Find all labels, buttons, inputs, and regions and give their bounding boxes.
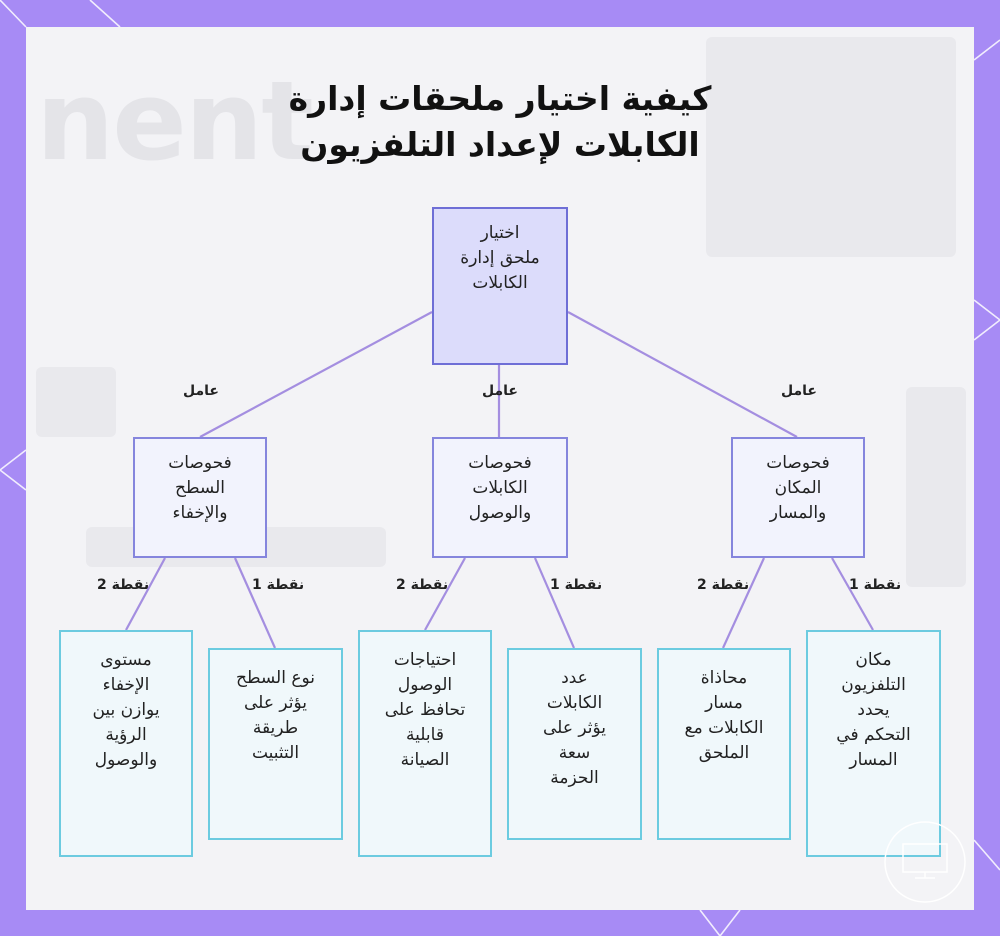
root-line: الكابلات bbox=[472, 273, 528, 293]
branch-node-cables: فحوصات الكابلات والوصول bbox=[432, 437, 568, 558]
edge-right-point1 bbox=[831, 557, 874, 631]
title-line-2: الكابلات لإعداد التلفزيون bbox=[300, 125, 700, 164]
branch-node-surface: فحوصات السطح والإخفاء bbox=[133, 437, 267, 558]
leaf-line: التحكم في bbox=[836, 725, 911, 745]
leaf-line: عدد bbox=[561, 668, 588, 688]
page-title: كيفية اختيار ملحقات إدارة الكابلات لإعدا… bbox=[0, 76, 1000, 168]
branch-line: والإخفاء bbox=[172, 503, 228, 523]
edge-label-point1: نقطة 1 bbox=[849, 577, 902, 593]
edge-right-point2 bbox=[721, 557, 766, 649]
leaf-node-tv-location: مكان التلفزيون يحدد التحكم في المسار bbox=[806, 630, 941, 857]
leaf-line: طريقة bbox=[252, 718, 299, 738]
edge-left-point1 bbox=[233, 557, 277, 649]
leaf-node-concealment-level: مستوى الإخفاء يوازن بين الرؤية والوصول bbox=[59, 630, 193, 857]
edge-root-left bbox=[199, 311, 433, 438]
edge-label-point2: نقطة 2 bbox=[97, 577, 150, 593]
edge-label-point1: نقطة 1 bbox=[550, 577, 603, 593]
leaf-line: الصيانة bbox=[400, 750, 450, 770]
branch-line: فحوصات bbox=[468, 453, 532, 473]
branch-line: فحوصات bbox=[766, 453, 830, 473]
edge-center-point2 bbox=[424, 557, 466, 631]
leaf-line: الكابلات bbox=[546, 693, 603, 713]
leaf-line: مسار bbox=[705, 693, 743, 713]
branch-line: والمسار bbox=[769, 503, 827, 523]
leaf-line: سعة bbox=[558, 743, 591, 763]
edge-label-point1: نقطة 1 bbox=[252, 577, 305, 593]
edge-label-point2: نقطة 2 bbox=[697, 577, 750, 593]
leaf-node-cable-count: عدد الكابلات يؤثر على سعة الحزمة bbox=[507, 648, 642, 840]
branch-line: الكابلات bbox=[472, 478, 528, 498]
edge-root-right bbox=[567, 311, 798, 438]
branch-line: المكان bbox=[774, 478, 822, 498]
branch-node-location: فحوصات المكان والمسار bbox=[731, 437, 865, 558]
root-node: اختيار ملحق إدارة الكابلات bbox=[432, 207, 568, 365]
leaf-line: الرؤية bbox=[105, 725, 147, 745]
branch-line: فحوصات bbox=[168, 453, 232, 473]
leaf-line: نوع السطح bbox=[235, 668, 316, 688]
leaf-line: احتياجات bbox=[393, 650, 457, 670]
leaf-line: الإخفاء bbox=[102, 675, 150, 695]
leaf-line: مستوى bbox=[100, 650, 152, 670]
leaf-line: التثبيت bbox=[251, 743, 300, 763]
edge-left-point2 bbox=[125, 557, 166, 631]
tv-logo-icon bbox=[884, 821, 966, 903]
leaf-line: الوصول bbox=[397, 675, 453, 695]
leaf-line: يؤثر على bbox=[543, 718, 606, 738]
title-line-1: كيفية اختيار ملحقات إدارة bbox=[288, 79, 712, 118]
branch-line: والوصول bbox=[468, 503, 532, 523]
leaf-node-path-alignment: محاذاة مسار الكابلات مع الملحق bbox=[657, 648, 791, 840]
leaf-line: تحافظ على bbox=[384, 700, 466, 720]
edge-center-point1 bbox=[533, 557, 576, 649]
leaf-node-access-needs: احتياجات الوصول تحافظ على قابلية الصيانة bbox=[358, 630, 492, 857]
root-line: ملحق إدارة bbox=[460, 248, 540, 268]
leaf-line: محاذاة bbox=[700, 668, 748, 688]
leaf-line: الحزمة bbox=[550, 768, 599, 788]
edge-label-factor: عامل bbox=[781, 383, 817, 399]
leaf-line: يؤثر على bbox=[244, 693, 307, 713]
root-line: اختيار bbox=[480, 223, 520, 243]
leaf-line: مكان bbox=[855, 650, 892, 670]
leaf-line: والوصول bbox=[94, 750, 158, 770]
edge-label-point2: نقطة 2 bbox=[396, 577, 449, 593]
leaf-line: الملحق bbox=[698, 743, 750, 763]
leaf-node-surface-type: نوع السطح يؤثر على طريقة التثبيت bbox=[208, 648, 343, 840]
leaf-line: يحدد bbox=[857, 700, 890, 720]
leaf-line: الكابلات مع bbox=[684, 718, 764, 738]
leaf-line: التلفزيون bbox=[841, 675, 906, 695]
edge-label-factor: عامل bbox=[183, 383, 219, 399]
leaf-line: المسار bbox=[849, 750, 898, 770]
background-watermark-text: nent bbox=[36, 57, 314, 185]
background-block bbox=[36, 367, 116, 437]
edge-label-factor: عامل bbox=[482, 383, 518, 399]
leaf-line: قابلية bbox=[406, 725, 444, 745]
leaf-line: يوازن بين bbox=[92, 700, 160, 720]
background-block bbox=[706, 37, 956, 257]
branch-line: السطح bbox=[175, 478, 225, 498]
background-block bbox=[906, 387, 966, 587]
